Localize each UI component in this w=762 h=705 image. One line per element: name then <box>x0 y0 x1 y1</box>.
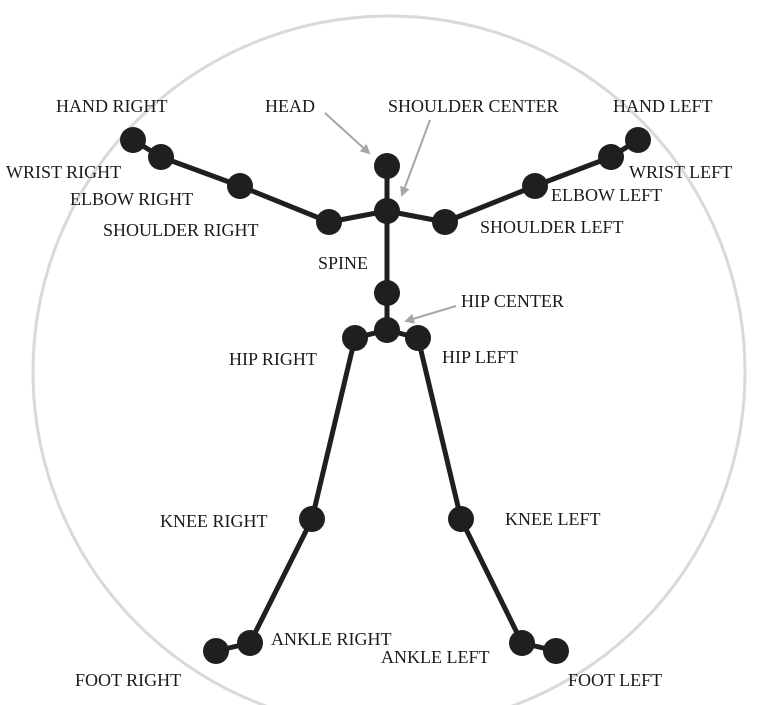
bone-elbow-left-to-wrist-left <box>532 154 614 189</box>
label-shoulder-left: SHOULDER LEFT <box>480 217 624 237</box>
joint-ankle-right <box>237 630 263 656</box>
label-head: HEAD <box>265 96 315 116</box>
joint-wrist-right <box>148 144 174 170</box>
bone-knee-left-to-ankle-left <box>458 516 525 646</box>
bone-hip-left-to-knee-left <box>415 335 464 522</box>
joint-knee-left <box>448 506 474 532</box>
joint-head <box>374 153 400 179</box>
joint-wrist-left <box>598 144 624 170</box>
joint-hand-left <box>625 127 651 153</box>
joint-elbow-left <box>522 173 548 199</box>
label-elbow-right: ELBOW RIGHT <box>70 189 193 209</box>
shoulder-center-pointer-arrow <box>400 119 431 197</box>
joint-elbow-right <box>227 173 253 199</box>
bone-knee-right-to-ankle-right <box>247 516 315 646</box>
label-ankle-right: ANKLE RIGHT <box>271 629 391 649</box>
label-wrist-right: WRIST RIGHT <box>6 162 121 182</box>
label-foot-right: FOOT RIGHT <box>75 670 181 690</box>
label-knee-right: KNEE RIGHT <box>160 511 267 531</box>
label-hand-left: HAND LEFT <box>613 96 713 116</box>
bone-elbow-right-to-wrist-right <box>158 154 243 189</box>
joint-hip-left <box>405 325 431 351</box>
joints-group <box>120 127 651 664</box>
bone-shoulder-left-to-elbow-left <box>442 183 538 225</box>
label-hip-center: HIP CENTER <box>461 291 564 311</box>
joint-hip-center <box>374 317 400 343</box>
joint-shoulder-center <box>374 198 400 224</box>
joint-shoulder-left <box>432 209 458 235</box>
joint-hand-right <box>120 127 146 153</box>
label-hip-left: HIP LEFT <box>442 347 518 367</box>
label-foot-left: FOOT LEFT <box>568 670 662 690</box>
label-hand-right: HAND RIGHT <box>56 96 168 116</box>
pointer-arrows <box>324 112 457 324</box>
label-spine: SPINE <box>318 253 368 273</box>
bone-hip-right-to-knee-right <box>309 335 358 522</box>
label-ankle-left: ANKLE LEFT <box>381 647 489 667</box>
label-shoulder-center: SHOULDER CENTER <box>388 96 559 116</box>
label-elbow-left: ELBOW LEFT <box>551 185 662 205</box>
joint-foot-right <box>203 638 229 664</box>
joint-knee-right <box>299 506 325 532</box>
joint-foot-left <box>543 638 569 664</box>
joint-shoulder-right <box>316 209 342 235</box>
joint-hip-right <box>342 325 368 351</box>
joint-ankle-left <box>509 630 535 656</box>
boundary-circle <box>31 14 747 705</box>
bone-shoulder-right-to-elbow-right <box>237 183 332 225</box>
label-knee-left: KNEE LEFT <box>505 509 600 529</box>
head-pointer-arrow <box>324 112 371 155</box>
label-shoulder-right: SHOULDER RIGHT <box>103 220 259 240</box>
labels-group: HAND RIGHT HEAD SHOULDER CENTER HAND LEF… <box>6 96 732 690</box>
label-wrist-left: WRIST LEFT <box>629 162 732 182</box>
hip-center-pointer-arrow <box>404 305 457 324</box>
label-hip-right: HIP RIGHT <box>229 349 317 369</box>
joint-spine <box>374 280 400 306</box>
